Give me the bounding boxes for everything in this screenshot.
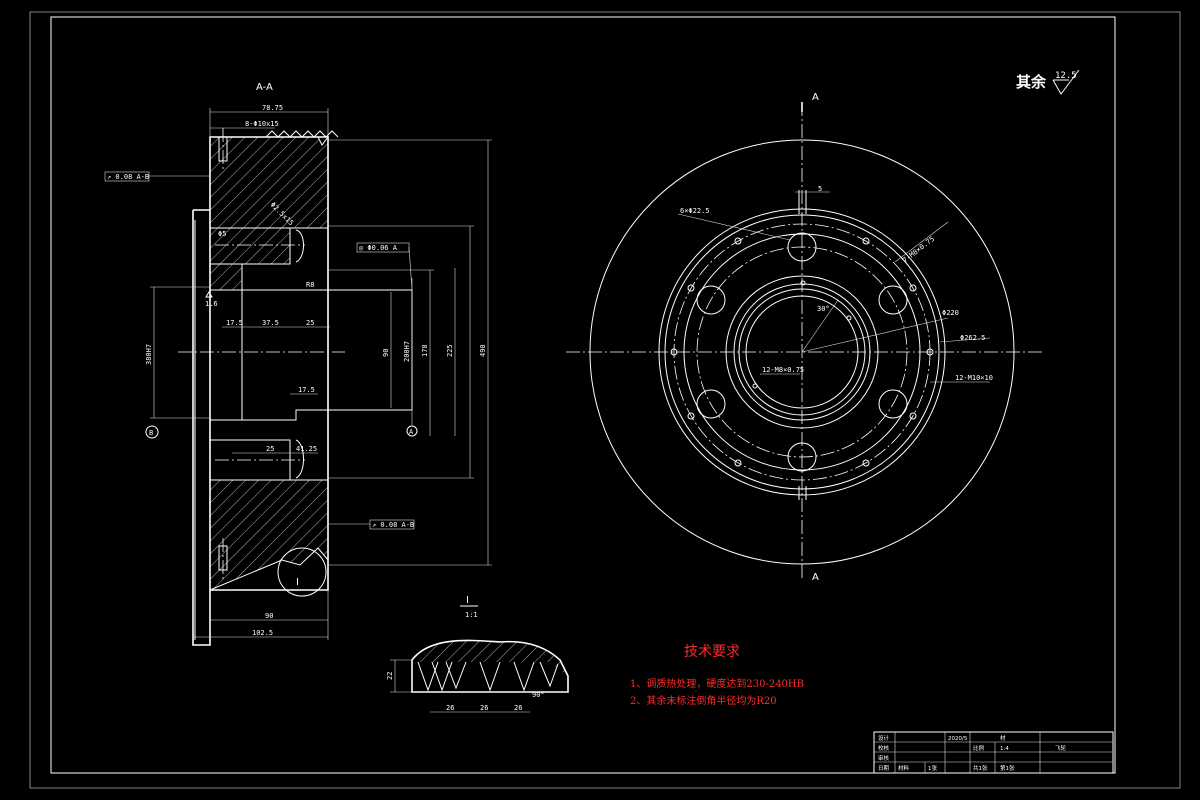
section-title: A-A	[256, 82, 273, 93]
svg-text:审核: 审核	[878, 754, 890, 762]
tech-requirements: 技术要求 1、调质热处理，硬度达到230-240HB 2、其余未标注倒角半径均为…	[630, 644, 804, 707]
svg-text:37.5: 37.5	[262, 319, 279, 327]
front-view: A A 5 6×Φ22.5 7-M8×0.75 Φ220 Φ262.5 12-M…	[566, 92, 1045, 583]
tol-mid: ◎ Φ0.06 A	[359, 244, 398, 252]
bolt-hole	[878, 285, 908, 315]
detail-mark: I	[296, 577, 299, 588]
tech-item-1: 1、调质热处理，硬度达到230-240HB	[630, 677, 804, 690]
svg-text:材料: 材料	[898, 764, 910, 772]
top-teeth	[265, 130, 339, 138]
roughness-value: 1.6	[205, 300, 218, 308]
dim-holes: 8-Φ10x15	[245, 120, 279, 128]
outer-border	[29, 11, 1181, 789]
svg-text:共1张: 共1张	[973, 764, 988, 772]
section-label-bottom: A	[812, 572, 819, 583]
svg-text:380H7: 380H7	[145, 344, 153, 365]
detail-label: I	[466, 595, 469, 606]
bolt-hole	[878, 389, 908, 419]
hub-flange	[192, 209, 211, 646]
roughness-mark	[205, 291, 213, 298]
svg-text:200H7: 200H7	[403, 341, 411, 362]
detail-teeth	[417, 661, 559, 692]
svg-text:飞轮: 飞轮	[1055, 744, 1067, 752]
upper-hatch	[209, 135, 329, 291]
svg-text:225: 225	[446, 344, 454, 357]
datum-a: A	[409, 428, 414, 436]
tol-bottom: ↗ 0.08 A-B	[372, 521, 414, 529]
svg-text:校核: 校核	[878, 744, 890, 752]
svg-text:12.5: 12.5	[1055, 71, 1077, 81]
svg-text:41.25: 41.25	[296, 445, 317, 453]
tech-title: 技术要求	[684, 644, 740, 660]
tol-top: ↗ 0.08 A-B	[107, 173, 149, 181]
svg-text:第1张: 第1张	[1000, 764, 1015, 772]
detail-view: I 1:1 22 26 26 26 90°	[386, 595, 569, 713]
svg-text:12-M10×10: 12-M10×10	[955, 374, 993, 382]
svg-text:22: 22	[386, 672, 394, 680]
bore-step	[242, 289, 413, 421]
svg-text:102.5: 102.5	[252, 629, 273, 637]
upper-bolt-hole	[210, 227, 291, 265]
svg-text:25: 25	[306, 319, 314, 327]
datum-a-circle	[406, 425, 418, 437]
dim-d-small: Φ5	[218, 230, 226, 238]
svg-text:2020/5: 2020/5	[948, 736, 968, 742]
svg-text:25: 25	[266, 445, 274, 453]
roughness-symbol	[1052, 69, 1080, 95]
datum-b-circle	[145, 425, 159, 439]
svg-text:90: 90	[382, 349, 390, 357]
svg-text:26: 26	[446, 704, 454, 712]
svg-text:17.5: 17.5	[298, 386, 315, 394]
tech-item-2: 2、其余未标注倒角半径均为R20	[630, 694, 777, 707]
svg-text:26: 26	[514, 704, 522, 712]
svg-text:90°: 90°	[532, 691, 545, 699]
svg-text:7-M8×0.75: 7-M8×0.75	[901, 235, 936, 265]
bore-left	[210, 289, 243, 421]
svg-text:5: 5	[818, 185, 822, 193]
detail-scale: 1:1	[465, 611, 478, 619]
section-view: A-A I 78.75 8-Φ10x15	[104, 82, 492, 646]
svg-text:30°: 30°	[817, 305, 830, 313]
svg-text:Φ220: Φ220	[942, 309, 959, 317]
svg-text:178: 178	[421, 344, 429, 357]
svg-text:1:4: 1:4	[1000, 746, 1009, 752]
dim-top-width: 78.75	[262, 104, 283, 112]
svg-text:Φ262.5: Φ262.5	[960, 334, 985, 342]
bolt-hole	[696, 389, 726, 419]
svg-text:90: 90	[265, 612, 273, 620]
svg-text:26: 26	[480, 704, 488, 712]
svg-text:12-M8×0.75: 12-M8×0.75	[762, 366, 804, 374]
svg-text:6×Φ22.5: 6×Φ22.5	[680, 207, 710, 215]
svg-text:设计: 设计	[878, 734, 890, 742]
svg-text:17.5: 17.5	[226, 319, 243, 327]
svg-text:比例: 比例	[973, 744, 985, 752]
datum-b: B	[149, 429, 153, 437]
lower-hatch	[209, 479, 329, 591]
svg-text:490: 490	[479, 344, 487, 357]
title-block: 设计 2020/5 材 校核 比例 1:4 飞轮 审核 日期 材料 1张 共1张…	[873, 731, 1114, 774]
bolt-hole	[696, 285, 726, 315]
svg-text:日期: 日期	[878, 765, 890, 772]
svg-text:1张: 1张	[928, 764, 937, 772]
slot-top	[798, 190, 807, 214]
detail-circle	[277, 547, 327, 597]
lower-bolt-hole	[210, 439, 291, 481]
upper-chamfer	[295, 229, 304, 263]
slot-bottom	[798, 486, 807, 500]
roughness-note: 其余 12.5	[1016, 69, 1080, 95]
dim-r: R8	[306, 281, 314, 289]
roughness-label: 其余	[1016, 73, 1047, 91]
svg-text:材: 材	[1000, 734, 1006, 742]
section-label-top: A	[812, 92, 819, 103]
inner-border	[50, 16, 1116, 774]
lower-chamfer	[295, 439, 304, 479]
